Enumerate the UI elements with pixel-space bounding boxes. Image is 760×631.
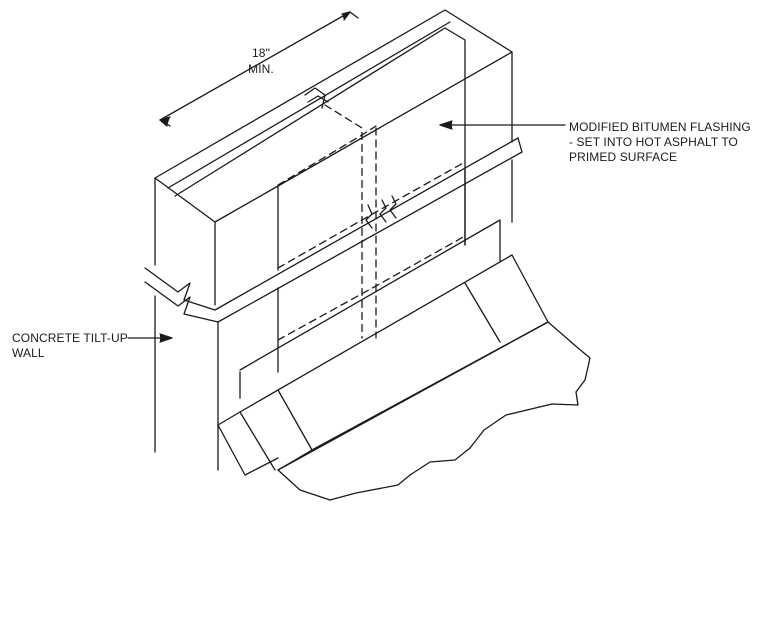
cant-strip bbox=[217, 254, 549, 476]
flashing-leader bbox=[439, 120, 566, 130]
wall-callout-line2: WALL bbox=[12, 346, 45, 360]
flashing-outline bbox=[239, 219, 501, 399]
flashing-callout-line3: PRIMED SURFACE bbox=[569, 150, 678, 164]
wall-callout-line1: CONCRETE TILT-UP bbox=[12, 331, 128, 345]
wall-lower-face bbox=[154, 169, 466, 471]
wall-leader bbox=[127, 333, 173, 343]
flashing-callout-line1: MODIFIED BITUMEN FLASHING bbox=[569, 120, 751, 134]
flashing-hidden-lines bbox=[277, 104, 466, 341]
vertical-break-marks bbox=[365, 195, 397, 229]
flashing-top-joint bbox=[304, 87, 329, 109]
wall-break-lines bbox=[144, 137, 523, 323]
roof-deck-edge bbox=[277, 321, 591, 501]
flashing-callout-line2: - SET INTO HOT ASPHALT TO bbox=[569, 135, 738, 149]
dimension-note: MIN. bbox=[248, 62, 274, 76]
dimension-value: 18" bbox=[252, 46, 270, 60]
wall-top-surface bbox=[154, 9, 513, 223]
dimension-line bbox=[159, 11, 359, 127]
